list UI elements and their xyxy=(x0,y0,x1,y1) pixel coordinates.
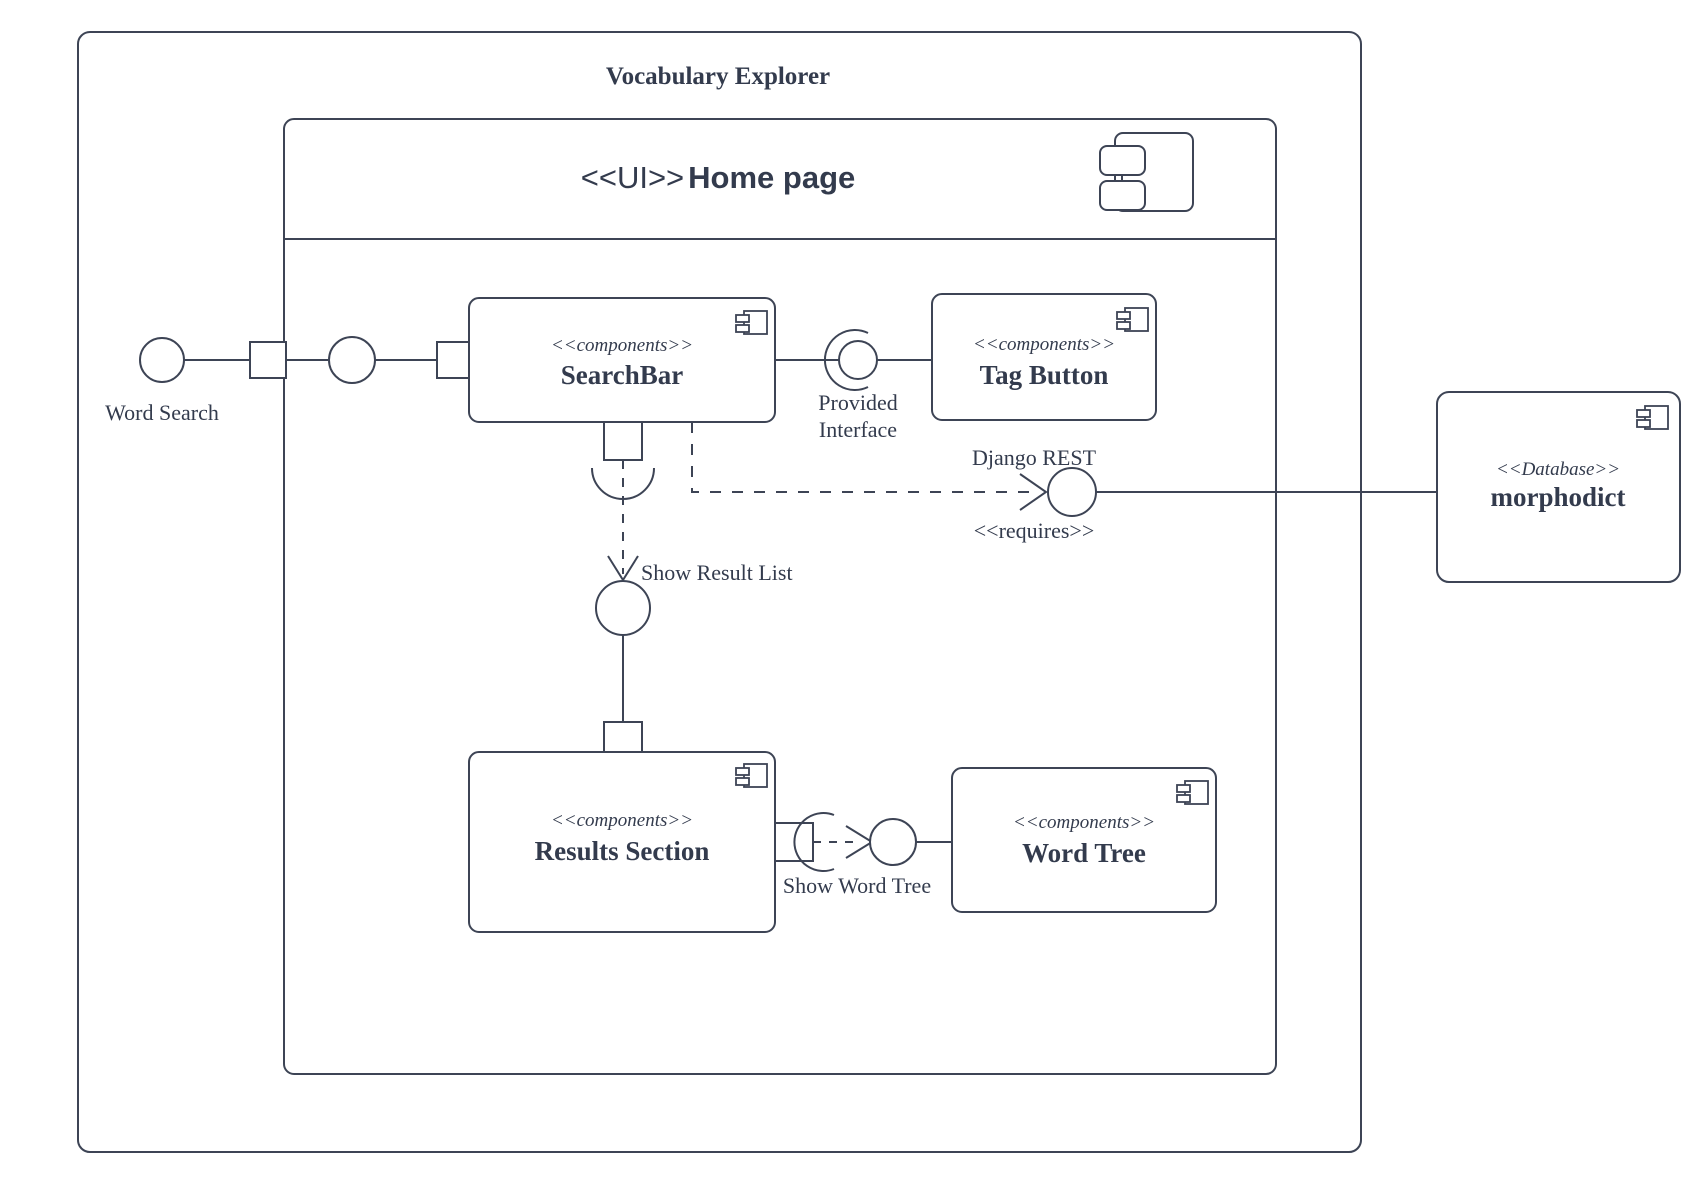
component-morphodict[interactable]: <<Database>> morphodict xyxy=(1436,391,1681,583)
show-word-tree-ball-icon xyxy=(869,818,917,866)
django-rest-ball-icon[interactable] xyxy=(1047,467,1097,517)
component-icon xyxy=(1636,405,1669,430)
results-section-name: Results Section xyxy=(535,836,710,866)
word-tree-stereotype: <<components>> xyxy=(1013,812,1155,833)
component-results-section[interactable]: <<components>> Results Section xyxy=(468,751,776,933)
component-searchbar[interactable]: <<components>> SearchBar xyxy=(468,297,776,423)
word-tree-name: Word Tree xyxy=(1022,838,1146,868)
show-result-list-label: Show Result List xyxy=(641,560,793,585)
interface-show-result-list[interactable]: Show Result List xyxy=(591,460,793,722)
port-searchbar-bottom[interactable] xyxy=(603,421,643,461)
delegation-ball-icon[interactable] xyxy=(328,336,376,384)
show-word-tree-label: Show Word Tree xyxy=(783,873,931,898)
home-page-name: Home page xyxy=(688,160,855,195)
django-rest-label: Django REST xyxy=(972,445,1097,470)
home-page-stereotype: <<UI>> xyxy=(581,160,684,195)
component-word-tree[interactable]: <<components>> Word Tree xyxy=(951,767,1217,913)
component-icon xyxy=(735,763,768,788)
home-page-header-label: <<UI>> Home page xyxy=(581,160,856,195)
requires-arrowhead-icon xyxy=(1019,473,1048,511)
provided-interface-ball-icon xyxy=(838,340,878,380)
morphodict-name: morphodict xyxy=(1491,482,1626,512)
requires-stereotype-label: <<requires>> xyxy=(974,518,1094,543)
interface-show-word-tree[interactable]: Show Word Tree xyxy=(783,812,952,898)
component-icon xyxy=(1176,780,1209,805)
searchbar-stereotype: <<components>> xyxy=(551,335,693,356)
provided-interface-label-line2: Interface xyxy=(819,417,897,442)
tag-button-name: Tag Button xyxy=(980,360,1109,390)
provided-interface-socket-icon xyxy=(824,329,869,391)
component-icon xyxy=(1116,307,1149,332)
provided-interface-label-line1: Provided xyxy=(818,390,897,415)
port-searchbar-left[interactable] xyxy=(436,341,474,379)
component-icon xyxy=(735,310,768,335)
results-section-stereotype: <<components>> xyxy=(551,810,693,831)
page-title: Vocabulary Explorer xyxy=(606,63,830,90)
tag-button-stereotype: <<components>> xyxy=(973,334,1115,355)
show-word-tree-socket-icon xyxy=(793,812,835,872)
searchbar-name: SearchBar xyxy=(561,360,684,390)
requires-dashed-path xyxy=(691,422,1034,493)
component-tag-button[interactable]: <<components>> Tag Button xyxy=(931,293,1157,421)
word-search-label: Word Search xyxy=(105,400,219,425)
interface-word-search[interactable] xyxy=(139,337,250,383)
component-icon xyxy=(1099,132,1194,212)
morphodict-stereotype: <<Database>> xyxy=(1496,459,1620,480)
word-search-ball-icon xyxy=(139,337,185,383)
port-outer-boundary[interactable] xyxy=(249,341,287,379)
home-page-container[interactable] xyxy=(283,118,1277,1075)
show-result-list-ball-icon xyxy=(595,580,651,636)
dependency-requires[interactable]: Django REST <<requires>> xyxy=(691,422,1097,543)
interface-provided-interface[interactable]: Provided Interface xyxy=(775,329,932,442)
